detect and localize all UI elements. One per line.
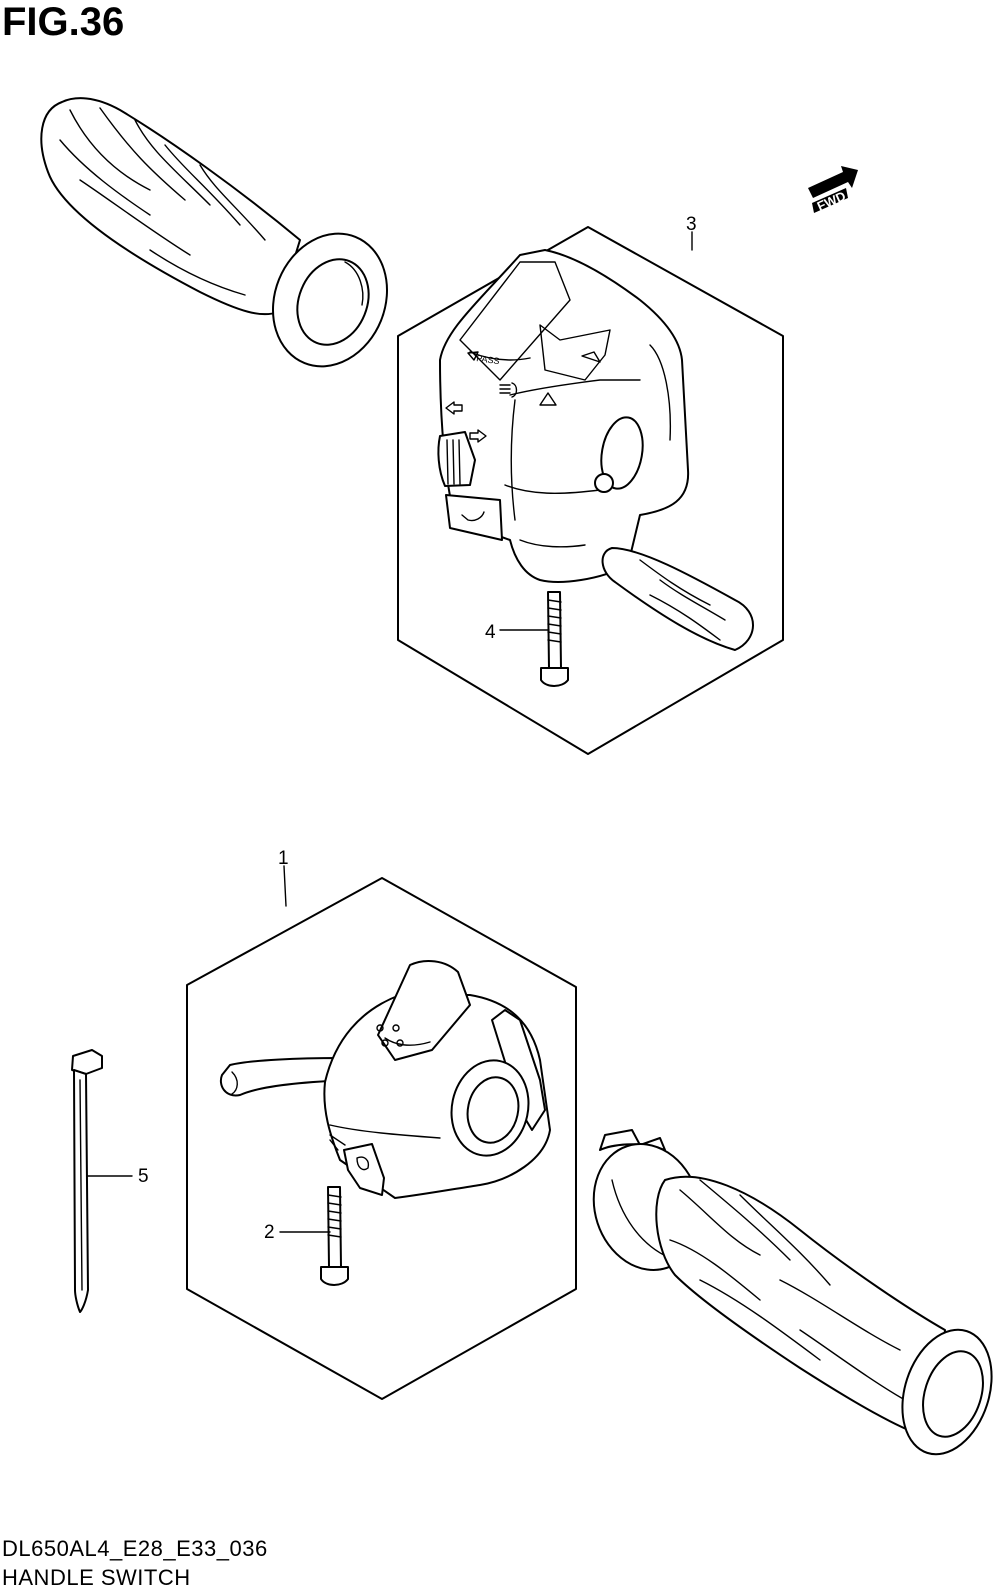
hex-frame-part-1 <box>186 877 577 1400</box>
grip-bottom-right[interactable] <box>578 1129 1000 1466</box>
left-handle-switch[interactable]: PASS <box>437 249 754 651</box>
callout-1: 1 <box>278 848 289 869</box>
cable-tie-part-5[interactable] <box>71 1049 103 1313</box>
callout-leaders <box>87 231 693 1233</box>
figure-title: FIG.36 <box>2 0 125 44</box>
right-handle-switch[interactable] <box>220 959 551 1199</box>
pass-symbol: PASS <box>476 353 501 366</box>
callout-4: 4 <box>485 622 496 643</box>
screw-part-4[interactable] <box>540 591 569 687</box>
callout-5: 5 <box>138 1166 149 1187</box>
section-name: HANDLE SWITCH <box>2 1565 191 1590</box>
model-code: DL650AL4_E28_E33_036 <box>2 1536 268 1561</box>
callout-2: 2 <box>264 1222 275 1243</box>
hex-frame-part-3 <box>397 226 784 755</box>
fwd-arrow-badge: FWD <box>808 166 858 214</box>
screw-part-2[interactable] <box>320 1186 349 1286</box>
callout-3: 3 <box>686 214 697 235</box>
grip-top-left[interactable] <box>40 97 406 383</box>
